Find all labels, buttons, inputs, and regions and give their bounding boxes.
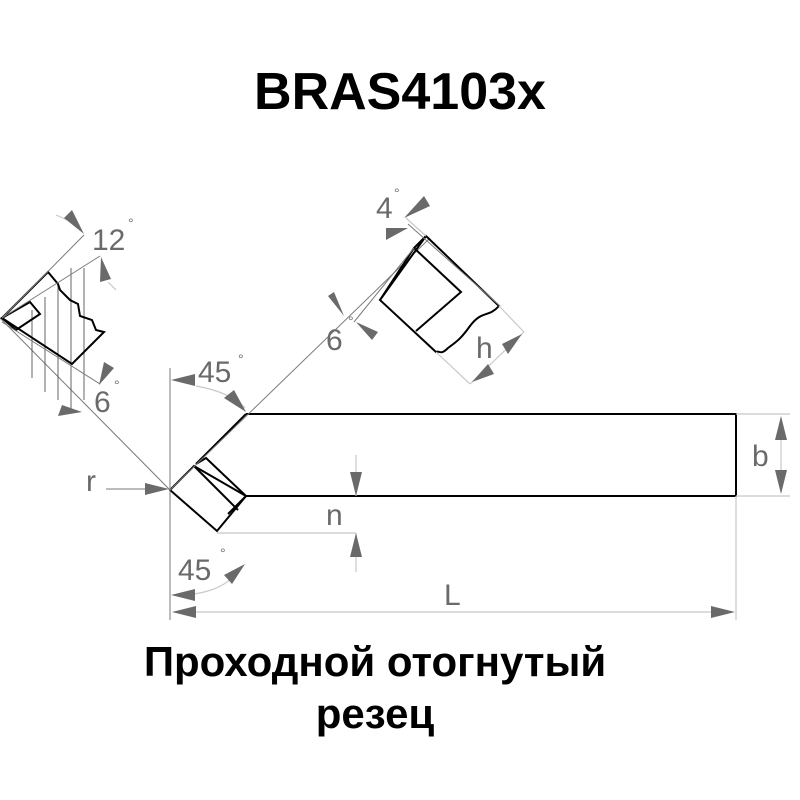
tool-designation-title: BRAS4103x xyxy=(254,63,546,121)
svg-text:°: ° xyxy=(238,351,244,367)
svg-text:°: ° xyxy=(394,185,400,201)
left-section-view: 12 ° 6 ° xyxy=(0,210,134,419)
L-label: L xyxy=(444,579,461,612)
clearance-angle-6-left-value: 6 xyxy=(94,386,111,419)
clearance-angle-6-mid-value: 6 xyxy=(326,324,343,357)
angle-top-45-value: 45 xyxy=(198,356,231,389)
svg-text:°: ° xyxy=(128,215,134,231)
insert-step xyxy=(195,456,247,497)
side-angle-4-value: 4 xyxy=(376,192,393,225)
side-section-insert xyxy=(413,247,463,332)
caption-line-2: резец xyxy=(315,690,435,737)
insert-inner-line xyxy=(193,465,239,511)
section-outline xyxy=(0,270,106,366)
r-label: r xyxy=(86,465,96,498)
angle-bottom-45-value: 45 xyxy=(178,554,211,587)
rake-plane-line xyxy=(169,237,431,491)
insert-outline xyxy=(168,464,248,533)
shank-outline xyxy=(246,413,737,497)
main-plan-view: n b L r 45 ° 45 ° xyxy=(0,237,790,620)
svg-text:°: ° xyxy=(348,313,354,329)
head-outline xyxy=(195,413,247,515)
right-section-view: 4 ° 6 ° h xyxy=(326,185,525,385)
svg-text:°: ° xyxy=(114,377,120,393)
caption-line-1: Проходной отогнутый xyxy=(143,638,607,685)
clearance-plane-line xyxy=(0,317,171,491)
side-section-outline xyxy=(378,234,501,354)
h-label: h xyxy=(476,332,493,365)
section-insert xyxy=(0,300,42,332)
b-label: b xyxy=(752,440,769,473)
rake-angle-12-value: 12 xyxy=(92,224,125,257)
n-label: n xyxy=(326,499,343,532)
svg-text:°: ° xyxy=(220,545,226,561)
tool-description-caption: Проходной отогнутый резец xyxy=(0,636,750,740)
